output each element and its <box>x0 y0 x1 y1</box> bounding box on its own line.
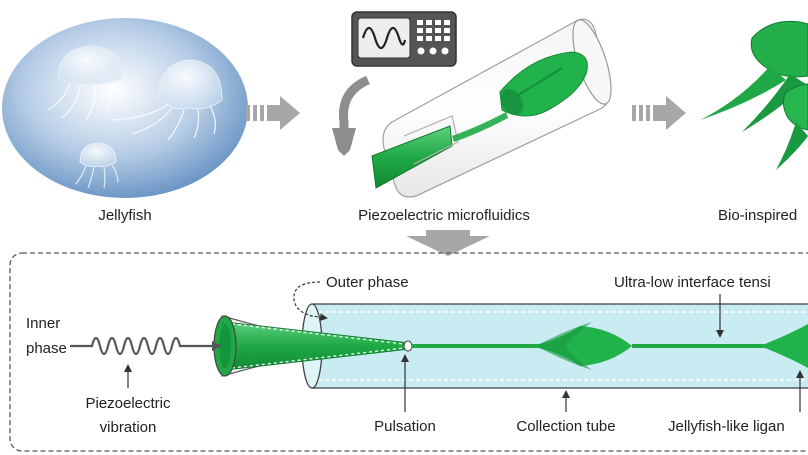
bio-inspired-structures <box>700 20 808 170</box>
sine-arrowhead <box>212 341 222 351</box>
pulsation-label: Pulsation <box>374 418 436 435</box>
detail-panel <box>9 252 808 452</box>
jellyfish-icon <box>111 59 223 141</box>
jellyfish-like-label: Jellyfish-like ligan <box>668 418 785 435</box>
process-arrow-2 <box>632 96 686 130</box>
collection-tube-label: Collection tube <box>516 418 615 435</box>
jellyfish-icon <box>75 142 119 189</box>
jet-filament <box>412 322 808 370</box>
piezo-vibration-label-1: Piezoelectric <box>85 395 171 412</box>
microfluidic-device <box>371 18 612 198</box>
bio-inspired-label: Bio-inspired <box>718 207 797 224</box>
function-generator-icon <box>351 11 457 67</box>
inner-phase-label-1: Inner <box>26 315 60 332</box>
process-arrow-1 <box>246 96 300 130</box>
jellyfish-label: Jellyfish <box>98 207 151 224</box>
ultra-low-tension-label: Ultra-low interface tensi <box>614 274 771 291</box>
injection-capillary <box>213 315 413 377</box>
jellyfish-icon <box>47 45 123 121</box>
detail-arrow <box>406 230 490 256</box>
outer-phase-pointer <box>293 281 328 322</box>
jellyfish-panel <box>2 18 248 198</box>
outer-phase-label: Outer phase <box>326 274 409 291</box>
piezo-microfluidics-label: Piezoelectric microfluidics <box>358 207 530 224</box>
inner-phase-label-2: phase <box>26 340 67 357</box>
sine-wave-icon <box>70 336 212 356</box>
curved-arrow-icon <box>332 75 370 156</box>
piezo-vibration-label-2: vibration <box>100 419 157 436</box>
